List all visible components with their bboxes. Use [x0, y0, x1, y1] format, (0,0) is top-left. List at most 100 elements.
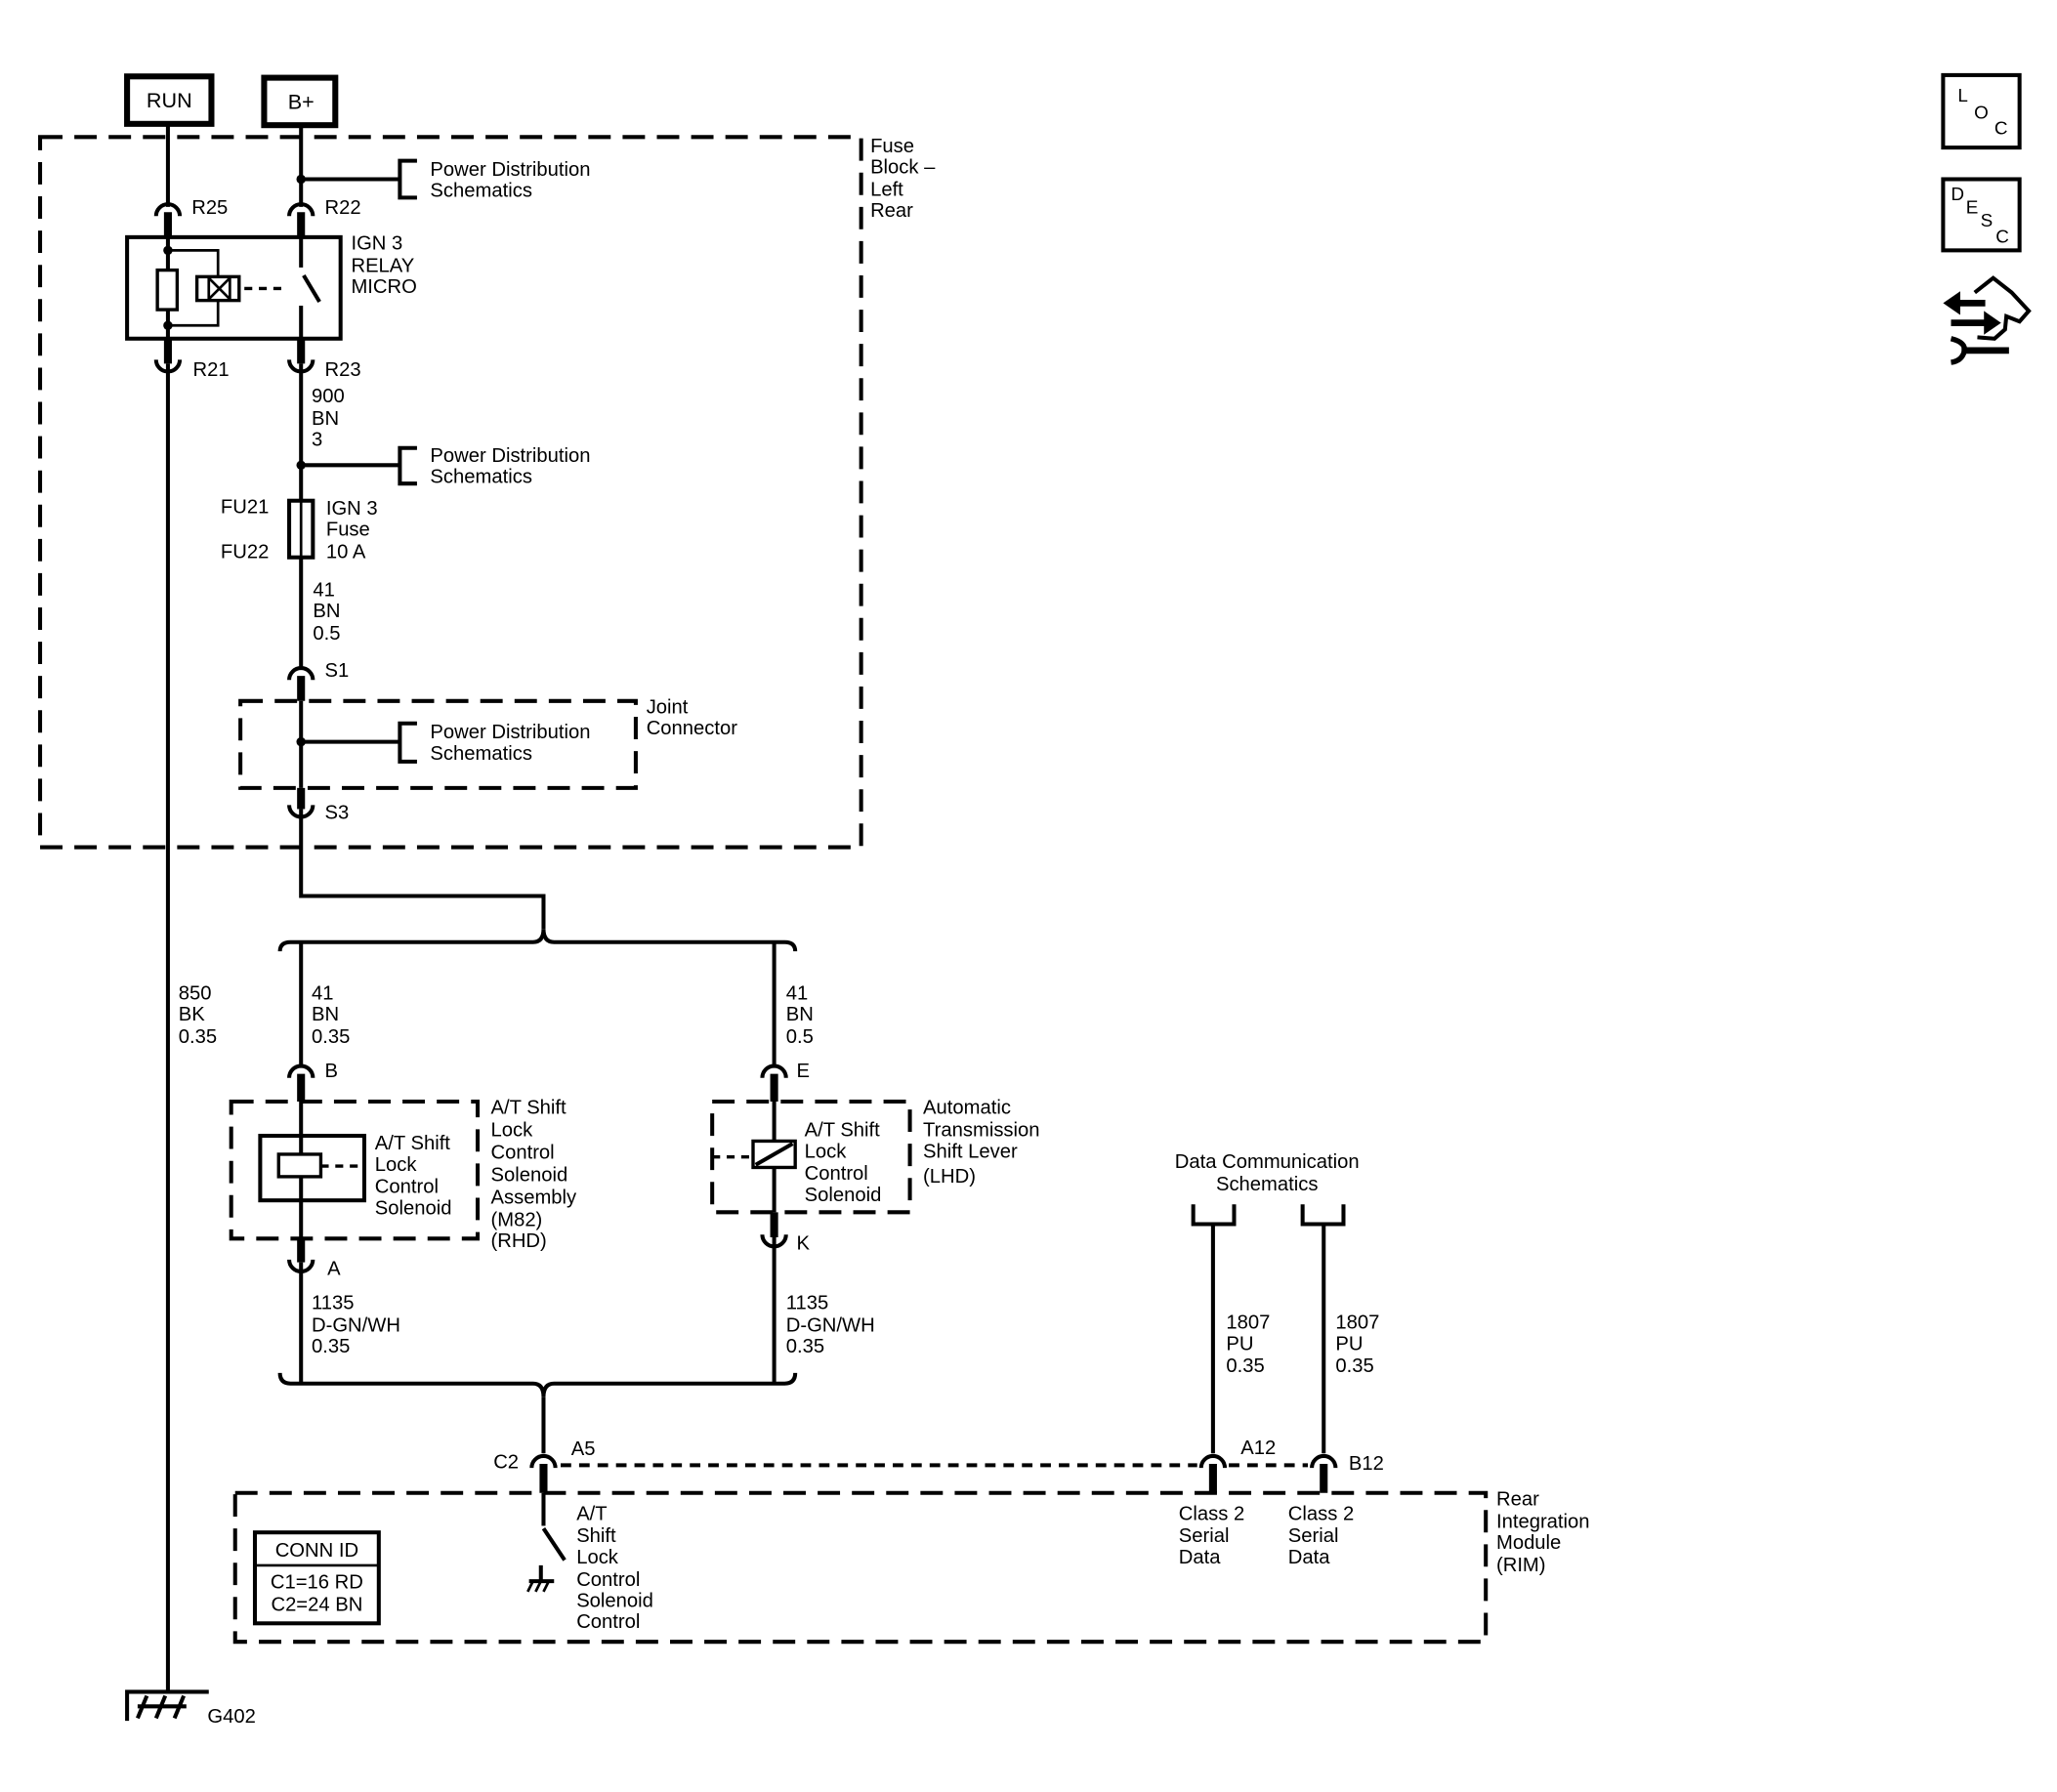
fuse-block: Fuse Block – Left Rear: [38, 135, 936, 850]
wire-41-right-color: BN: [786, 1004, 814, 1025]
fuse-block-outline: [38, 135, 863, 850]
joint-connector-label-line: Joint: [647, 697, 689, 719]
wire-1135-right-color: D-GN/WH: [786, 1314, 875, 1336]
power-distribution-link[interactable]: Power Distribution: [430, 445, 590, 467]
rim-outline: [232, 1490, 1489, 1645]
wire-41: [299, 809, 546, 930]
hand-outline: [1973, 275, 2032, 341]
wire-1807-b-gauge: 0.35: [1335, 1355, 1373, 1377]
wire-850-label: 850: [179, 982, 212, 1004]
location-icon[interactable]: L O C: [1941, 72, 2022, 150]
splice-dot: [296, 174, 306, 185]
reference-bracket: [398, 445, 417, 486]
ign3-relay: IGN 3 RELAY MICRO: [125, 233, 417, 341]
ground-bar: [528, 1564, 555, 1584]
shift-lock-solenoid-rhd: B A/T Shift Lock Control Solenoid A/T Sh…: [229, 1061, 577, 1384]
power-distribution-link[interactable]: Schematics: [430, 181, 532, 202]
wire-41-label: 41: [313, 579, 335, 601]
data-communication-link[interactable]: Data Communication: [1175, 1151, 1360, 1173]
lower-splice: C2 A5: [277, 1372, 798, 1493]
connector-label-b: B: [324, 1061, 338, 1082]
connector-label-k: K: [797, 1233, 811, 1255]
description-icon-frame[interactable]: [1941, 177, 2022, 253]
rim-label-line: Module: [1496, 1532, 1561, 1554]
serial-data-label-line: Serial: [1179, 1525, 1230, 1547]
connector-label-a5: A5: [571, 1438, 596, 1460]
connector-label-r23: R23: [324, 359, 360, 381]
relay-switch-blade: [302, 273, 321, 304]
power-distribution-link[interactable]: Schematics: [430, 466, 532, 487]
run-source: RUN: [124, 73, 215, 127]
connector-arc: [760, 1063, 788, 1078]
serial-data-label-line: Class 2: [1179, 1503, 1244, 1524]
wire-41-left-color: BN: [312, 1004, 339, 1025]
reference-bracket: [398, 158, 417, 200]
solenoid-label-line: Solenoid: [805, 1185, 882, 1206]
ign3-feed: R23 900 BN 3 Power Distribution Schemati…: [221, 338, 590, 701]
reference-bracket: [398, 721, 417, 764]
ground-icon: [526, 1564, 555, 1593]
connector-arc: [153, 202, 183, 217]
reference-bracket: [1300, 1204, 1346, 1227]
wire-850-color: BK: [179, 1004, 205, 1025]
description-icon-letter: S: [1981, 211, 1994, 231]
solenoid-label-line: Control: [805, 1163, 868, 1185]
wire-850-gauge: 0.35: [179, 1026, 217, 1048]
wire-1135-right-label: 1135: [786, 1292, 828, 1313]
description-icon[interactable]: D E S C: [1941, 177, 2022, 253]
assembly-label-line: Transmission: [923, 1120, 1039, 1142]
connector-label-r21: R21: [193, 359, 230, 381]
power-distribution-link[interactable]: Schematics: [430, 743, 532, 765]
wire-1135-left-gauge: 0.35: [312, 1336, 350, 1357]
splice-dot: [296, 460, 306, 471]
solenoid-assembly-outline: [229, 1099, 481, 1241]
wire-41-right-label: 41: [786, 982, 809, 1004]
shift-lock-solenoid-lhd: E A/T Shift Lock Control Solenoid Automa…: [710, 1061, 1040, 1384]
bplus-source: B+: [261, 74, 339, 129]
relay-label-line: IGN 3: [351, 233, 402, 255]
solenoid-label-line: Solenoid: [375, 1197, 452, 1219]
assembly-label-line: Automatic: [923, 1098, 1011, 1119]
serial-data-label-line: Class 2: [1288, 1503, 1354, 1524]
ground-g402: G402: [125, 1689, 256, 1728]
ground-id: G402: [207, 1706, 255, 1728]
connector-label-s1: S1: [324, 660, 349, 682]
run-circuit: R25 R21 850 BK 0.35: [153, 125, 230, 1692]
solenoid-label-line: Control: [375, 1177, 439, 1198]
connector-arc: [287, 1063, 315, 1078]
shift-lock-output-label-line: Lock: [576, 1547, 619, 1568]
fuse-block-label-line: Block –: [870, 156, 936, 178]
splice-brace: [277, 929, 798, 952]
service-procedure-icon[interactable]: [1943, 275, 2032, 365]
serial-data-label-line: Data: [1179, 1547, 1221, 1568]
rear-integration-module: Rear Integration Module (RIM) A/T Shift …: [232, 1488, 1590, 1645]
wire-1807-a-label: 1807: [1226, 1313, 1270, 1334]
shift-lock-output-label-line: Control: [576, 1611, 640, 1633]
ground-hatch: [136, 1694, 187, 1720]
bplus-circuit: Power Distribution Schematics R22: [287, 125, 590, 237]
data-communication-link[interactable]: Schematics: [1216, 1174, 1319, 1195]
arrow-left-head: [1943, 291, 1960, 315]
connector-label-r25: R25: [191, 197, 228, 219]
assembly-label-line: Solenoid: [491, 1165, 568, 1187]
wire-1807-a-color: PU: [1226, 1333, 1253, 1354]
fuse-label-line: Fuse: [326, 519, 370, 540]
connector-label-e: E: [797, 1061, 811, 1082]
upper-splice: 41 BN 0.35 41 BN 0.5: [277, 809, 814, 1067]
wire-1807-b-label: 1807: [1335, 1313, 1379, 1334]
bplus-source-label: B+: [288, 89, 315, 113]
location-icon-frame[interactable]: [1941, 72, 2022, 150]
connector-arc: [287, 666, 315, 681]
power-distribution-link[interactable]: Power Distribution: [430, 722, 590, 743]
description-icon-letter: C: [1995, 227, 2009, 247]
power-distribution-link[interactable]: Power Distribution: [430, 159, 590, 181]
joint-connector-label-line: Connector: [647, 718, 738, 739]
conn-id-title: CONN ID: [275, 1540, 358, 1562]
reference-bracket: [1191, 1204, 1237, 1227]
location-icon-letter: C: [1994, 119, 2008, 140]
serial-data-label-line: Serial: [1288, 1525, 1339, 1547]
splice-dot: [296, 736, 306, 747]
solenoid-label-line: A/T Shift: [805, 1120, 881, 1142]
rim-label-line: Rear: [1496, 1488, 1539, 1510]
serial-data-label-line: Data: [1288, 1547, 1330, 1568]
